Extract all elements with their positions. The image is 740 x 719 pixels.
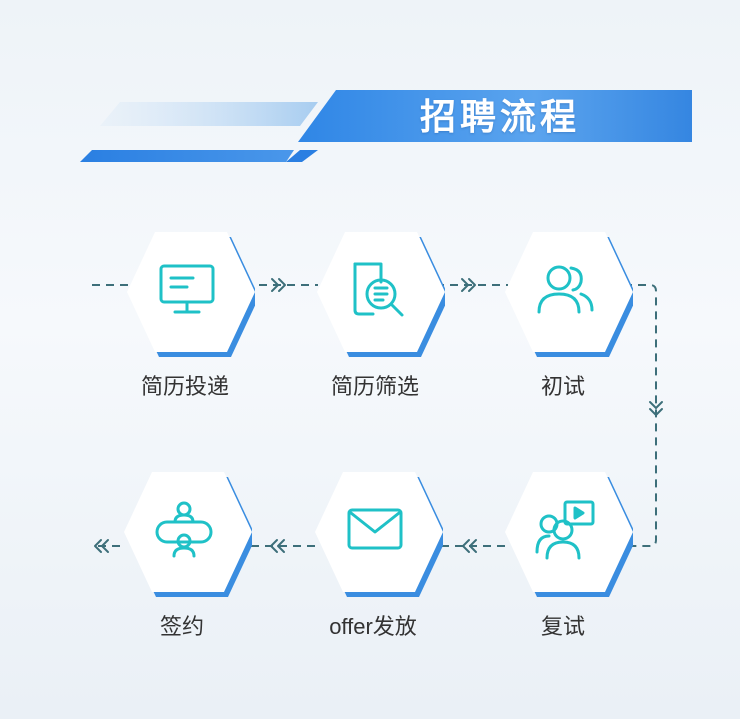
arrow-left-icon: [94, 539, 109, 553]
step-contract: [112, 462, 252, 602]
step-label: 初试: [540, 374, 585, 399]
monitor-icon: [159, 264, 215, 314]
step-label: 签约: [159, 614, 204, 639]
step-resume-screening: [305, 222, 445, 362]
step-label: offer发放: [329, 614, 417, 639]
step-label: 简历筛选: [330, 374, 419, 399]
arrow-right-icon: [461, 278, 476, 292]
contract-meeting-icon: [155, 501, 213, 558]
step-offer: [303, 462, 443, 602]
envelope-icon: [347, 508, 403, 550]
arrow-left-icon: [462, 539, 477, 553]
step-second-interview: [493, 462, 633, 602]
step-label: 复试: [540, 614, 585, 639]
arrow-right-icon: [271, 278, 286, 292]
arrow-down-icon: [649, 401, 663, 416]
step-label: 简历投递: [140, 374, 229, 399]
page-title: 招聘流程: [420, 96, 581, 137]
step-resume-submission: [115, 222, 255, 362]
resume-search-icon: [353, 262, 404, 317]
arrow-left-icon: [270, 539, 285, 553]
step-first-interview: [493, 222, 633, 362]
video-interview-icon: [535, 500, 595, 560]
users-icon: [537, 265, 594, 314]
title-banner: 招聘流程: [0, 0, 740, 190]
